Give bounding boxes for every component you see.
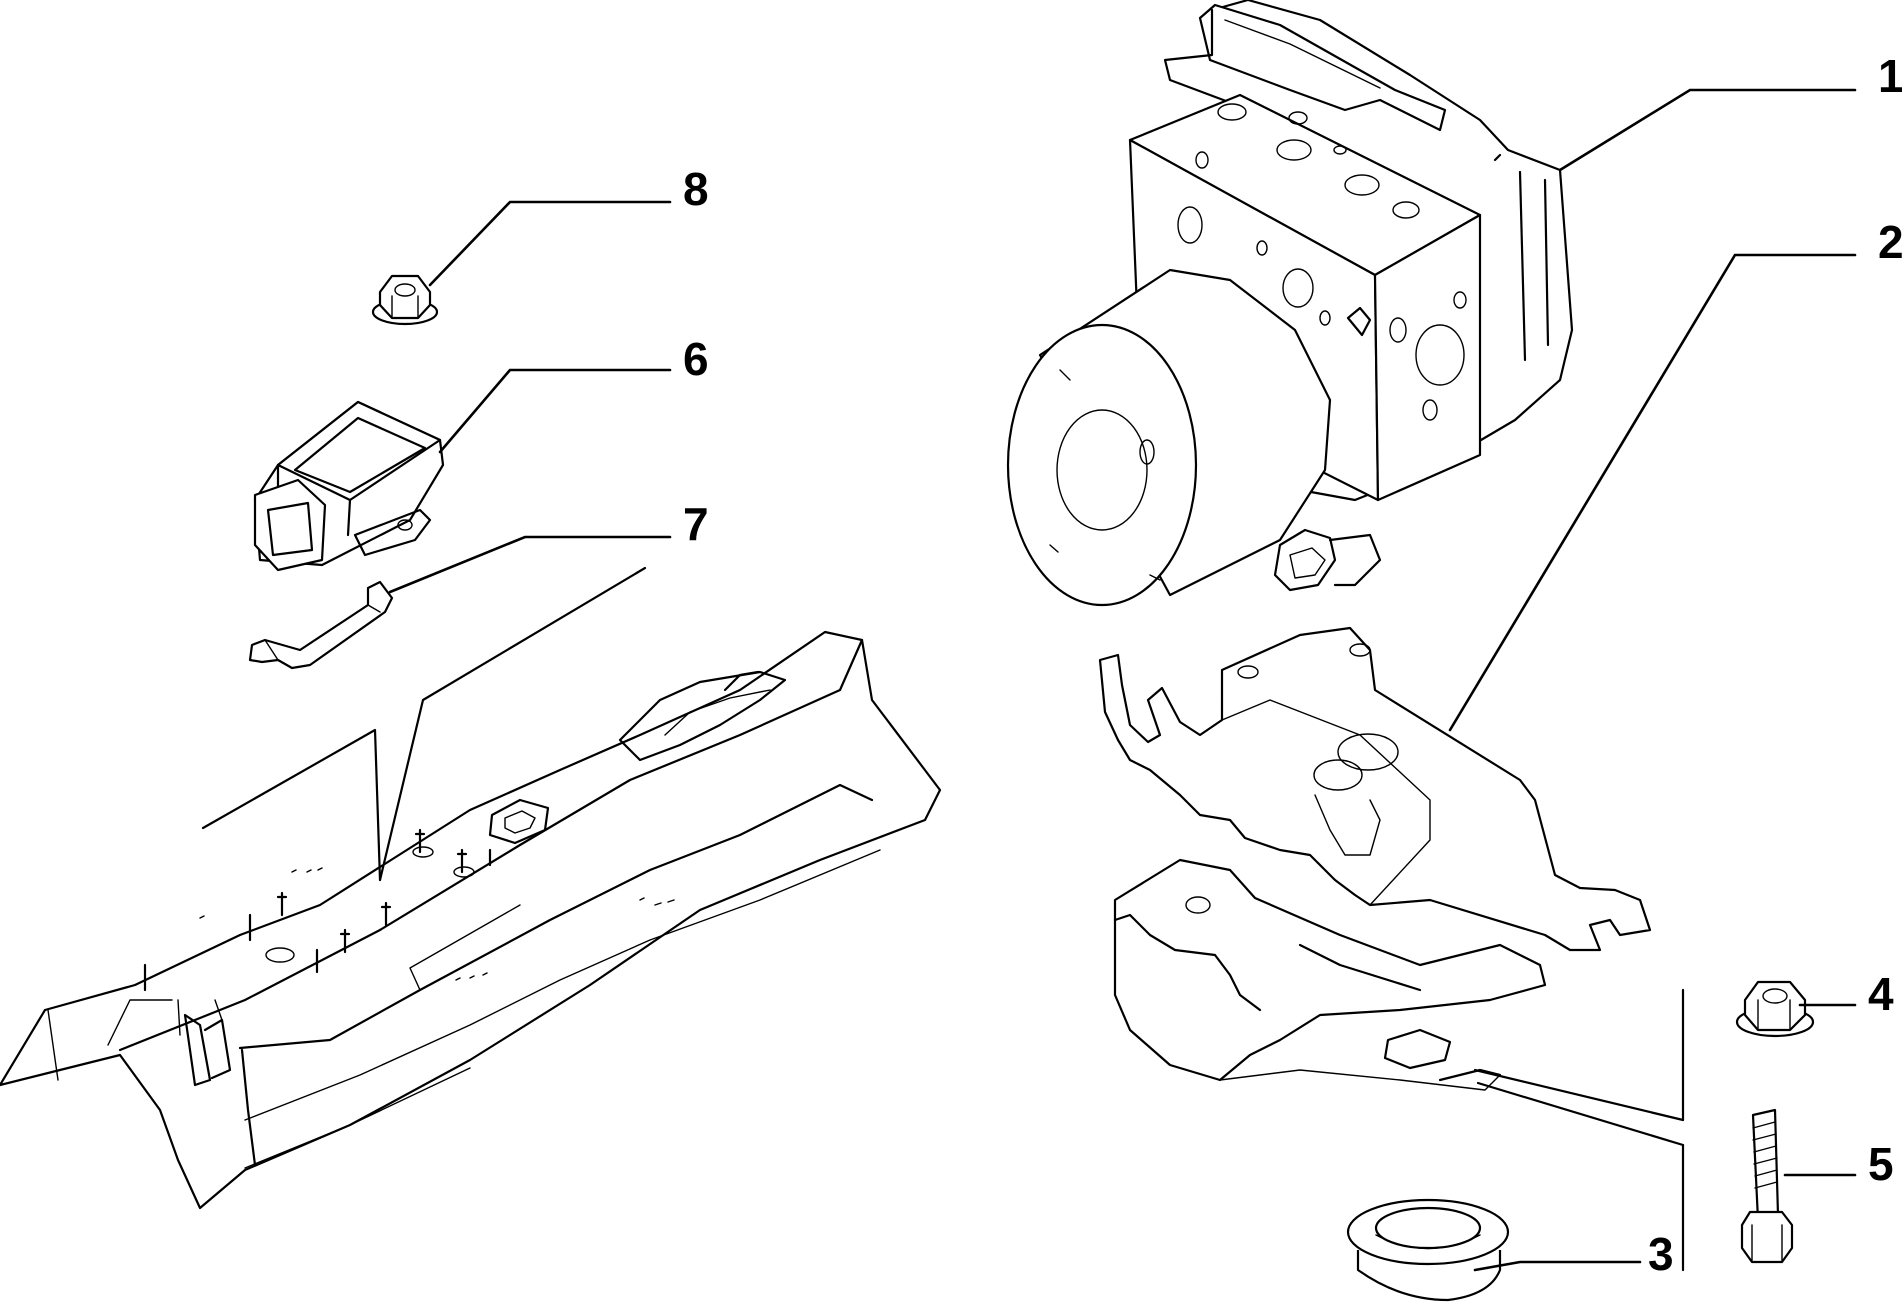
part-3-rubber-grommet — [1346, 1198, 1510, 1302]
part-6-sensor-module — [253, 400, 445, 572]
part-8-flange-nut — [371, 274, 439, 326]
part-2-mounting-bracket — [1098, 626, 1652, 1091]
callout-2-label: 2 — [1878, 216, 1902, 268]
floor-panel — [0, 630, 942, 1210]
callout-leaders — [388, 88, 1857, 1272]
part-7-bracket-strap — [248, 580, 394, 670]
callout-4-label: 4 — [1868, 968, 1894, 1020]
callout-8-label: 8 — [683, 163, 709, 215]
part-5-bolt — [1740, 1108, 1794, 1264]
stud-group — [143, 828, 492, 992]
callout-3-label: 3 — [1648, 1228, 1674, 1280]
part-1-abs-modulator — [1006, 0, 1574, 607]
callout-1-label: 1 — [1878, 50, 1902, 102]
part-4-flange-nut — [1735, 980, 1815, 1038]
callout-6-label: 6 — [683, 333, 709, 385]
callout-labels: 1 2 3 4 5 6 7 8 — [683, 50, 1902, 1280]
callout-7-label: 7 — [683, 498, 709, 550]
callout-5-label: 5 — [1868, 1138, 1894, 1190]
